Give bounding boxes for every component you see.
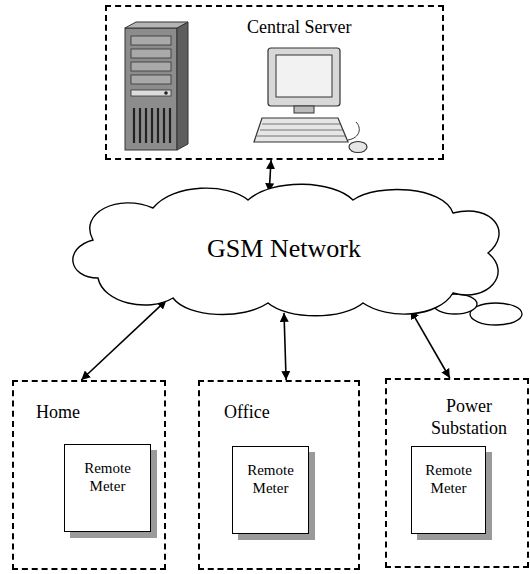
meter-box: Remote Meter: [411, 446, 486, 534]
site-box: OfficeRemote Meter: [198, 380, 360, 570]
box-heading: Home: [36, 402, 164, 424]
connector-arrow: [411, 310, 450, 378]
meter-label: Remote Meter: [412, 461, 485, 497]
box-heading: Office: [224, 402, 358, 424]
server-tower: [125, 22, 188, 150]
network-label: GSM Network: [207, 233, 361, 264]
meter-box: Remote Meter: [64, 444, 151, 532]
box-heading: Power Substation: [415, 396, 523, 439]
connector-arrow: [81, 300, 166, 380]
connector-arrow: [269, 160, 271, 192]
server-group: Central Server: [105, 5, 444, 160]
desktop-computer: [254, 48, 367, 153]
site-box: Power SubstationRemote Meter: [385, 378, 529, 568]
meter-box: Remote Meter: [232, 446, 309, 534]
box-heading: Central Server: [247, 17, 442, 39]
meter-label: Remote Meter: [65, 459, 150, 495]
meter-label: Remote Meter: [233, 461, 308, 497]
site-box: HomeRemote Meter: [12, 380, 166, 570]
connector-arrow: [284, 313, 286, 380]
network-cloud: GSM Network: [58, 178, 510, 320]
